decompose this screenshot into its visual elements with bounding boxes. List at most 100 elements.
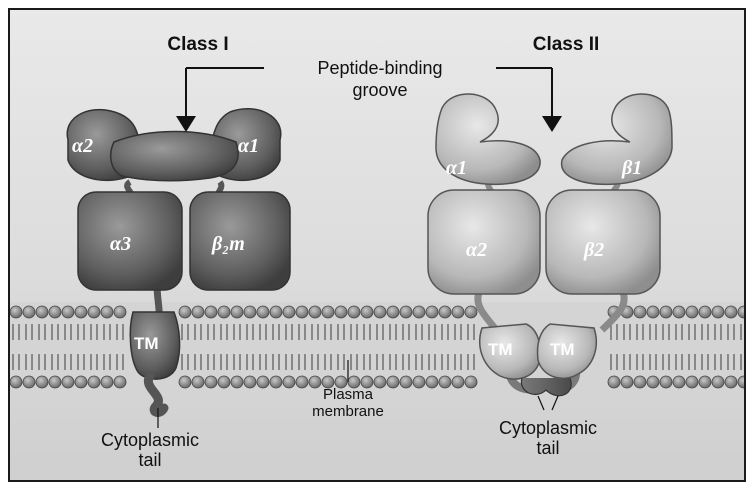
lipid-head	[374, 306, 386, 318]
lipid-head	[75, 376, 87, 388]
lipid-head	[309, 306, 321, 318]
lipid-head	[465, 306, 477, 318]
lipid-head	[452, 306, 464, 318]
lipid-head	[686, 306, 698, 318]
lipid-head	[634, 376, 646, 388]
lipid-head	[10, 306, 22, 318]
plasma-membrane	[10, 302, 746, 392]
lipid-head	[634, 306, 646, 318]
class2-alpha2-label: α2	[466, 239, 487, 261]
lipid-head	[686, 376, 698, 388]
class1-alpha3-label: α3	[110, 233, 131, 255]
lipid-head	[699, 306, 711, 318]
class2-tail-label-line1: Cytoplasmic	[499, 418, 597, 438]
lipid-head	[413, 306, 425, 318]
class2-cytoplasmic-tail	[521, 378, 571, 396]
lipid-head	[361, 306, 373, 318]
lipid-head	[387, 306, 399, 318]
class1-tm-label: TM	[134, 334, 159, 353]
lipid-head	[88, 306, 100, 318]
lipid-head	[426, 376, 438, 388]
class2-alpha1-label: α1	[446, 157, 467, 179]
lipid-head	[88, 376, 100, 388]
lipid-head	[738, 306, 746, 318]
class2-tm-left-label: TM	[488, 340, 513, 359]
lipid-head	[62, 306, 74, 318]
class1-tail-label-line1: Cytoplasmic	[101, 430, 199, 450]
lipid-head	[725, 376, 737, 388]
lipid-head	[712, 376, 724, 388]
lipid-head	[23, 376, 35, 388]
lipid-head	[439, 306, 451, 318]
membrane-label-line1: Plasma	[323, 386, 374, 403]
lipid-head	[621, 376, 633, 388]
lipid-head	[205, 306, 217, 318]
lipid-head	[426, 306, 438, 318]
lipid-head	[179, 306, 191, 318]
lipid-head	[179, 376, 191, 388]
class1-groove-arrow	[176, 116, 196, 132]
lipid-head	[725, 306, 737, 318]
class1-alpha2-label: α2	[72, 135, 93, 157]
lipid-head	[205, 376, 217, 388]
lipid-head	[673, 376, 685, 388]
lipid-head	[244, 306, 256, 318]
lipid-head	[400, 306, 412, 318]
lipid-head	[348, 306, 360, 318]
lipid-head	[101, 376, 113, 388]
lipid-head	[192, 376, 204, 388]
lipid-head	[257, 306, 269, 318]
lipid-head	[62, 376, 74, 388]
lipid-head	[387, 376, 399, 388]
lipid-head	[699, 376, 711, 388]
lipid-head	[36, 376, 48, 388]
lipid-head	[608, 376, 620, 388]
lipid-head	[231, 306, 243, 318]
lipid-head	[231, 376, 243, 388]
lipid-head	[647, 306, 659, 318]
lipid-head	[49, 306, 61, 318]
lipid-head	[296, 376, 308, 388]
lipid-head	[374, 376, 386, 388]
lipid-head	[647, 376, 659, 388]
lipid-head	[335, 306, 347, 318]
class1-title: Class I	[167, 34, 228, 55]
lipid-head	[439, 376, 451, 388]
lipid-head	[283, 376, 295, 388]
lipid-head	[465, 376, 477, 388]
lipid-head	[322, 306, 334, 318]
lipid-head	[10, 376, 22, 388]
lipid-head	[257, 376, 269, 388]
lipid-head	[244, 376, 256, 388]
class2-groove-arrow	[542, 116, 562, 132]
lipid-head	[673, 306, 685, 318]
groove-label-line1: Peptide-binding	[317, 58, 442, 78]
lipid-head	[49, 376, 61, 388]
mhc-diagram: α2 α1 α3 β₂m TM α1 β1 α2 β2 TM TM	[10, 10, 746, 482]
lipid-head	[296, 306, 308, 318]
class1-tail-label-line2: tail	[138, 450, 161, 470]
class2-beta1-domain	[562, 94, 672, 184]
lipid-head	[114, 306, 126, 318]
lipid-head	[218, 376, 230, 388]
lipid-head	[660, 306, 672, 318]
class1-groove-floor	[111, 132, 238, 181]
class2-tm-right-label: TM	[550, 340, 575, 359]
class1-b2m-label: β₂m	[211, 233, 245, 255]
class2-beta1-label: β1	[621, 157, 642, 179]
diagram-frame: α2 α1 α3 β₂m TM α1 β1 α2 β2 TM TM	[8, 8, 746, 482]
lipid-head	[309, 376, 321, 388]
lipid-head	[400, 376, 412, 388]
groove-label-line2: groove	[352, 80, 407, 100]
lipid-head	[712, 306, 724, 318]
lipid-head	[270, 306, 282, 318]
membrane-label-line2: membrane	[312, 403, 384, 420]
lipid-head	[452, 376, 464, 388]
class2-tail-label-line2: tail	[536, 438, 559, 458]
lipid-head	[192, 306, 204, 318]
class1-alpha1-label: α1	[238, 135, 259, 157]
lipid-head	[738, 376, 746, 388]
lipid-head	[36, 306, 48, 318]
lipid-head	[413, 376, 425, 388]
class2-title: Class II	[533, 34, 600, 55]
